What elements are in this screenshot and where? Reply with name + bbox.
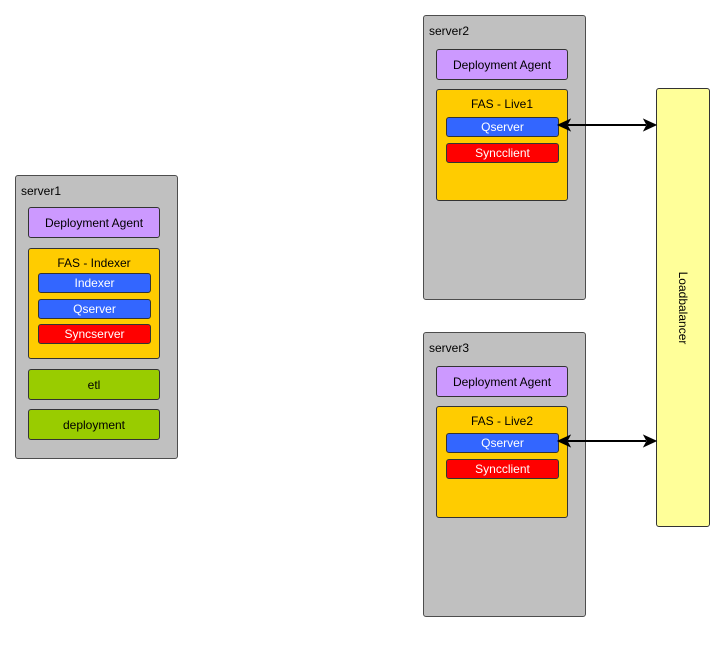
server2-fas-title: FAS - Live1 [470, 97, 534, 111]
server3-syncclient: Syncclient [446, 459, 559, 479]
arrowhead-server2-right [642, 118, 658, 132]
server1-syncserver: Syncserver [38, 324, 151, 344]
server2-fas-live1: FAS - Live1 Qserver Syncclient [436, 89, 568, 201]
server1-etl: etl [28, 369, 160, 400]
server1-indexer: Indexer [38, 273, 151, 293]
server3-qserver: Qserver [446, 433, 559, 453]
server1-deployment-agent: Deployment Agent [28, 207, 160, 238]
server3-fas-live2: FAS - Live2 Qserver Syncclient [436, 406, 568, 518]
server2-qserver: Qserver [446, 117, 559, 137]
server2-title: server2 [429, 24, 470, 38]
arrowhead-server3-right [642, 434, 658, 448]
server1-title: server1 [21, 184, 62, 198]
server2-syncclient: Syncclient [446, 143, 559, 163]
server1: server1 Deployment Agent FAS - Indexer I… [15, 175, 178, 459]
arrowhead-server3-left [556, 434, 572, 448]
server2-deployment-agent: Deployment Agent [436, 49, 568, 80]
server3-deployment-agent: Deployment Agent [436, 366, 568, 397]
arrowhead-server2-left [556, 118, 572, 132]
server1-fas-title: FAS - Indexer [57, 256, 131, 270]
server3-fas-title: FAS - Live2 [470, 414, 534, 428]
server2: server2 Deployment Agent FAS - Live1 Qse… [423, 15, 586, 300]
loadbalancer: Loadbalancer [656, 88, 710, 527]
server1-qserver: Qserver [38, 299, 151, 319]
server1-deployment: deployment [28, 409, 160, 440]
server3-title: server3 [429, 341, 470, 355]
server1-fas-indexer: FAS - Indexer Indexer Qserver Syncserver [28, 248, 160, 359]
server3: server3 Deployment Agent FAS - Live2 Qse… [423, 332, 586, 617]
